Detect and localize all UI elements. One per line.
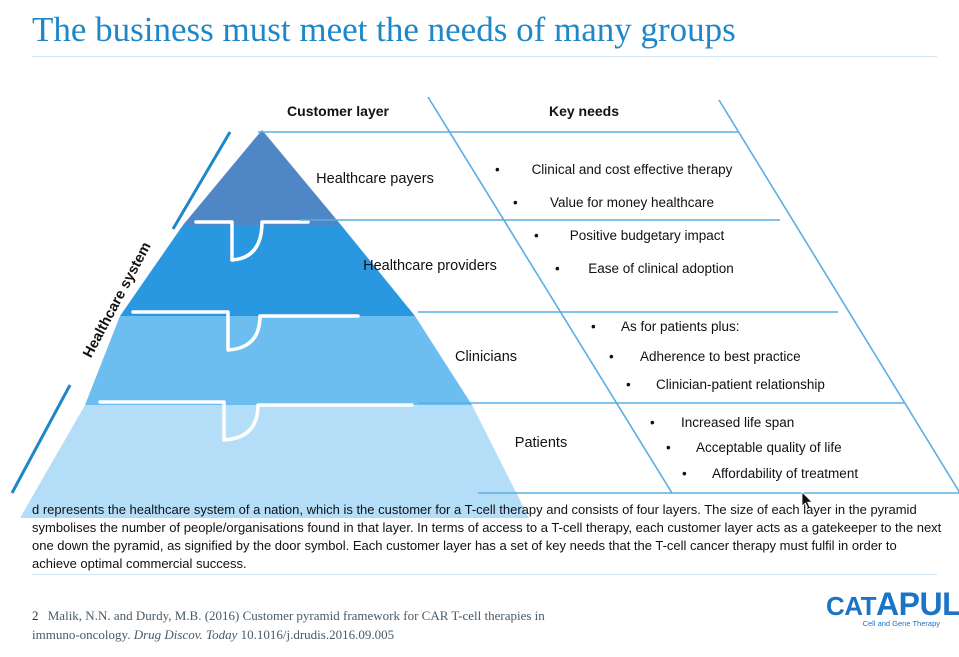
column-header-customer-layer: Customer layer [287,103,389,119]
need-item: Clinician-patient relationship [656,377,825,392]
bullet-icon: • [666,440,671,455]
mouse-cursor-icon [801,491,813,510]
need-item: Affordability of treatment [712,466,858,481]
reference-citation: 2 Malik, N.N. and Durdy, M.B. (2016) Cus… [32,606,592,644]
logo-word-small: CAT [826,591,877,621]
needs-list-clinicians: • As for patients plus: • Adherence to b… [591,319,825,392]
logo-wordmark: CATAPULT [826,588,959,621]
bullet-icon: • [513,195,518,210]
need-item: Acceptable quality of life [696,440,842,455]
logo-tagline: Cell and Gene Therapy [862,619,940,628]
customer-pyramid-diagram: Healthcare system Customer layer Key nee… [10,96,959,518]
column-header-key-needs: Key needs [549,103,619,119]
caption-divider [32,574,937,575]
need-item: Adherence to best practice [640,349,801,364]
door-icon [194,220,310,262]
table-grid-line [718,99,959,493]
catapult-logo: CATAPULT Cell and Gene Therapy [826,588,959,628]
bullet-icon: • [609,349,614,364]
need-item: As for patients plus: [621,319,740,334]
pyramid-band-clinicians [85,316,472,405]
reference-text: Malik, N.N. and Durdy, M.B. (2016) Custo… [32,608,545,642]
layer-label-payers: Healthcare payers [316,171,434,187]
bullet-icon: • [682,466,687,481]
needs-list-patients: • Increased life span • Acceptable quali… [650,415,858,481]
need-item: Clinical and cost effective therapy [532,162,733,177]
reference-journal: Drug Discov. Today [133,627,238,642]
layer-label-clinicians: Clinicians [455,349,517,365]
door-icon [98,400,414,442]
need-item: Ease of clinical adoption [588,261,734,276]
bullet-icon: • [555,261,560,276]
reference-doi: 10.1016/j.drudis.2016.09.005 [240,627,395,642]
bullet-icon: • [495,162,500,177]
bullet-icon: • [534,228,539,243]
pyramid-band-payers [183,130,341,225]
pyramid-band-providers [120,225,415,316]
title-divider [32,56,937,57]
side-accent-line-bottom [10,384,72,494]
bullet-icon: • [650,415,655,430]
need-item: Value for money healthcare [550,195,714,210]
door-icon [131,310,360,352]
slide-title: The business must meet the needs of many… [32,10,736,49]
bullet-icon: • [591,319,596,334]
layer-label-providers: Healthcare providers [363,258,497,274]
bullet-icon: • [626,377,631,392]
table-grid-line [427,96,673,494]
need-item: Positive budgetary impact [570,228,725,243]
layer-label-patients: Patients [515,435,567,451]
caption-text: d represents the healthcare system of a … [32,502,942,571]
side-accent-line-top [171,131,232,230]
logo-word-big: APULT [876,586,959,622]
reference-number: 2 [32,608,39,623]
need-item: Increased life span [681,415,794,430]
pyramid-band-patients [20,405,529,518]
needs-list-payers-providers: • Clinical and cost effective therapy • … [495,162,734,276]
